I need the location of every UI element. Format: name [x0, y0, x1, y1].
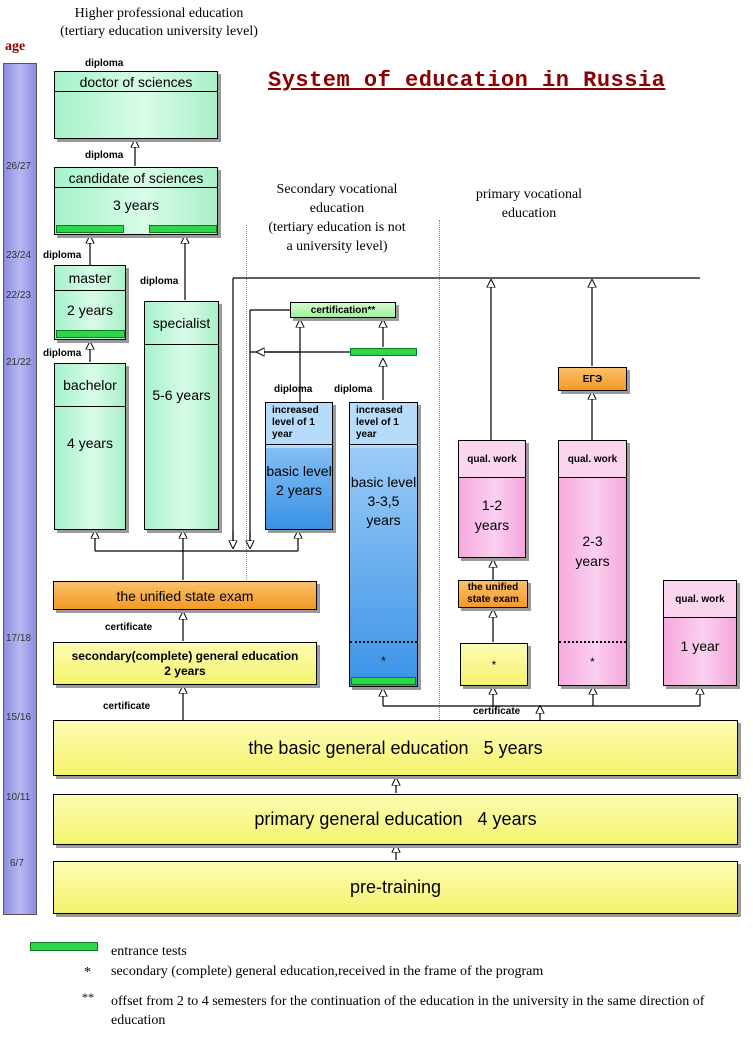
specialist-years: 5-6 years: [152, 387, 211, 403]
label-certificate-3: certificate: [473, 706, 521, 717]
age-10-11: 10/11: [6, 792, 31, 803]
age-26-27: 26/27: [6, 161, 32, 172]
entrance-test-bar: [56, 330, 125, 338]
page-title: System of education in Russia: [268, 68, 666, 93]
basic-general-education-box: the basic general education 5 years: [53, 720, 738, 776]
label-diploma-doctor: diploma: [85, 58, 124, 69]
label-diploma-master: diploma: [43, 250, 82, 261]
primary-vocational-1yr-box: qual. work 1 year: [663, 580, 737, 686]
basic-level-3yr: basic level 3-3,5 years: [350, 473, 417, 528]
bachelor-title: bachelor: [63, 377, 117, 393]
age-15-16: 15/16: [6, 712, 32, 723]
star-mark: *: [590, 655, 595, 669]
pv-1-2-years: 1-2 years: [474, 497, 510, 533]
entrance-test-bar: [351, 677, 416, 685]
candidate-years: 3 years: [113, 197, 159, 213]
candidate-of-sciences-box: candidate of sciences 3 years: [54, 167, 218, 235]
age-23-24: 23/24: [6, 250, 32, 261]
higher-education-heading: Higher professional education (tertiary …: [60, 6, 258, 39]
ege-box: ЕГЭ: [558, 367, 627, 391]
label-diploma-bachelor: diploma: [43, 348, 82, 359]
primary-vocational-heading: primary vocational education: [475, 187, 583, 221]
divider-secondary: [246, 225, 247, 580]
unified-exam-small-box: the unified state exam: [458, 580, 528, 608]
pv-2-3-years: 2-3 years: [575, 533, 610, 569]
label-diploma-candidate: diploma: [85, 150, 124, 161]
age-21-22: 21/22: [6, 357, 32, 368]
basic-level-2yr: basic level 2 years: [266, 463, 332, 498]
secondary-vocational-2yr-box: increased level of 1 year basic level 2 …: [265, 402, 333, 530]
primary-vocational-2-3yr-box: qual. work 2-3 years *: [558, 440, 627, 686]
entrance-test-bar: [56, 225, 124, 233]
entrance-test-bar: [149, 225, 217, 233]
specialist-box: specialist 5-6 years: [144, 301, 219, 530]
master-box: master 2 years: [54, 265, 126, 340]
increased-level-label: increased level of 1 year: [266, 403, 332, 448]
candidate-title: candidate of sciences: [68, 169, 204, 186]
primary-general-education-box: primary general education 4 years: [53, 794, 738, 845]
unified-state-exam-box: the unified state exam: [53, 581, 317, 610]
age-label: age: [5, 39, 26, 54]
qual-work-label: qual. work: [559, 441, 626, 477]
qual-work-label: qual. work: [459, 441, 525, 477]
age-17-18: 17/18: [6, 633, 32, 644]
secondary-general-small-box: *: [460, 643, 528, 686]
legend-entrance-text: entrance tests: [111, 944, 187, 959]
legend-star-mark: *: [84, 965, 91, 980]
secondary-general-education-box: secondary(complete) general education 2 …: [53, 642, 317, 685]
label-certificate-2: certificate: [103, 701, 151, 712]
divider-primary: [439, 220, 440, 720]
label-diploma-sv1: diploma: [274, 384, 313, 395]
primary-vocational-1-2yr-box: qual. work 1-2 years: [458, 440, 526, 558]
label-diploma-specialist: diploma: [140, 276, 179, 287]
qual-work-label: qual. work: [664, 581, 736, 617]
master-years: 2 years: [67, 302, 113, 318]
doctor-of-sciences-box: doctor of sciences: [54, 71, 218, 139]
doctor-title: doctor of sciences: [79, 73, 193, 90]
specialist-title: specialist: [152, 315, 211, 331]
bachelor-years: 4 years: [67, 435, 113, 451]
secondary-vocational-heading: Secondary vocational education (tertiary…: [268, 182, 406, 254]
age-6-7: 6/7: [10, 858, 24, 869]
secondary-vocational-3yr-box: increased level of 1 year basic level 3-…: [349, 402, 418, 687]
star-mark: *: [381, 654, 386, 668]
entrance-test-bar: [350, 348, 417, 356]
legend-double-star-text: offset from 2 to 4 semesters for the con…: [111, 994, 705, 1028]
label-certificate-1: certificate: [105, 622, 153, 633]
certification-box: certification**: [290, 302, 396, 318]
age-bar: [3, 63, 37, 915]
legend-star-text: secondary (complete) general education,r…: [111, 964, 544, 979]
pre-training-box: pre-training: [53, 861, 738, 914]
master-title: master: [68, 270, 112, 286]
pv-1-year: 1 year: [680, 638, 720, 654]
bachelor-box: bachelor 4 years: [54, 363, 126, 530]
age-22-23: 22/23: [6, 290, 32, 301]
increased-level-label: increased level of 1 year: [350, 403, 417, 448]
legend-entrance-bar: [30, 942, 98, 951]
legend-double-star-mark: **: [82, 990, 94, 1004]
label-diploma-sv2: diploma: [334, 384, 373, 395]
